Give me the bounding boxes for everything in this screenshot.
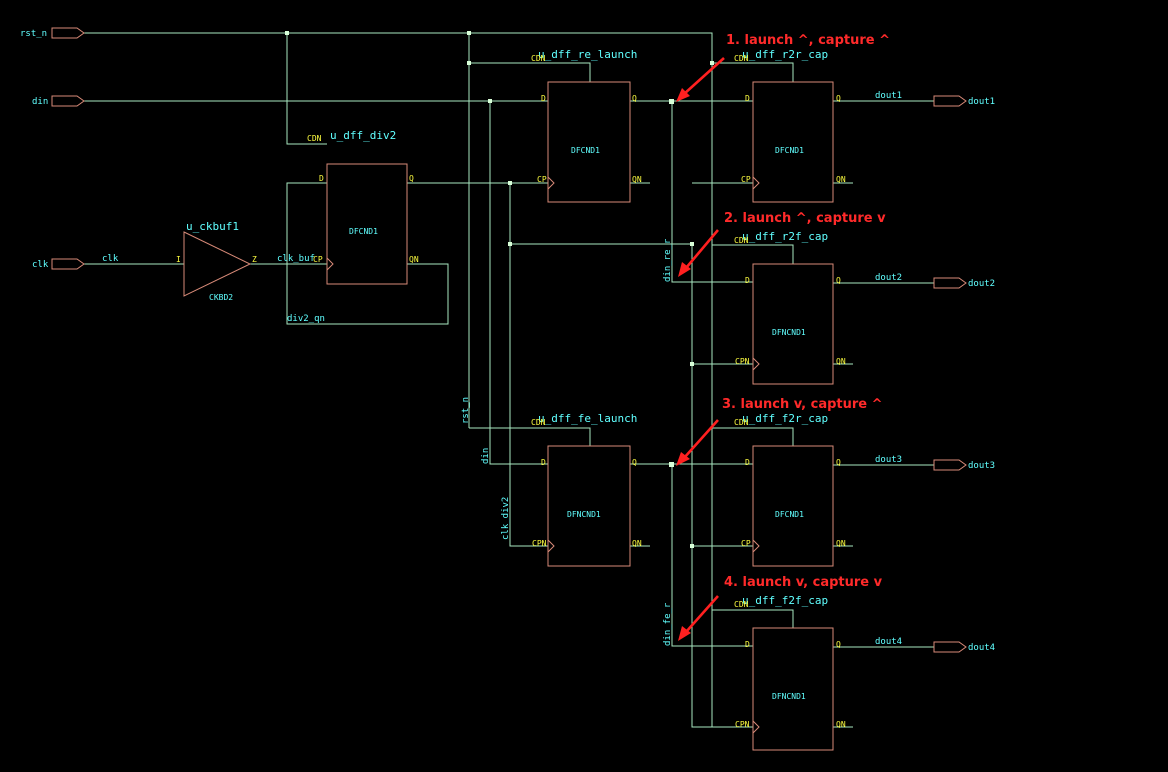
svg-text:u_dff_div2: u_dff_div2 <box>330 129 396 142</box>
svg-text:Q: Q <box>836 458 841 467</box>
svg-text:1. launch ^, capture ^: 1. launch ^, capture ^ <box>726 33 890 48</box>
net-label-dout1: dout1 <box>875 91 902 101</box>
svg-text:CDN: CDN <box>734 418 749 427</box>
net-label-clk_buf: clk_buf <box>277 254 315 264</box>
net-label-clk_div2: clk_div2 <box>501 497 511 540</box>
cell-u_dff_f2f_cap[interactable]: u_dff_f2f_cap CDN D CPN Q QN DFNCND1 <box>734 594 846 751</box>
svg-text:D: D <box>541 94 546 103</box>
net-label-din_re_r: din_re_r <box>663 238 673 282</box>
svg-text:clk: clk <box>32 260 49 270</box>
input-port-rst_n[interactable]: rst_n <box>20 27 85 39</box>
input-port-clk[interactable]: clk <box>32 258 85 270</box>
svg-text:DFCND1: DFCND1 <box>349 227 378 236</box>
svg-text:D: D <box>541 458 546 467</box>
net-label-din: din <box>481 448 491 464</box>
svg-text:DFCND1: DFCND1 <box>571 146 600 155</box>
svg-text:QN: QN <box>836 539 846 548</box>
svg-text:DFNCND1: DFNCND1 <box>567 510 601 519</box>
svg-text:D: D <box>319 174 324 183</box>
svg-text:dout3: dout3 <box>968 461 995 471</box>
cell-u_dff_f2r_cap[interactable]: u_dff_f2r_cap CDN D CP Q QN DFCND1 <box>734 412 846 567</box>
net-label-dout4: dout4 <box>875 637 902 647</box>
annotation-3: 3. launch v, capture ^ <box>676 397 883 466</box>
svg-text:DFNCND1: DFNCND1 <box>772 328 806 337</box>
svg-text:DFNCND1: DFNCND1 <box>772 692 806 701</box>
svg-text:QN: QN <box>409 255 419 264</box>
svg-text:I: I <box>176 255 181 264</box>
svg-text:DFCND1: DFCND1 <box>775 510 804 519</box>
svg-text:QN: QN <box>632 539 642 548</box>
net-label-dout2: dout2 <box>875 273 902 283</box>
svg-text:D: D <box>745 640 750 649</box>
svg-text:4. launch v, capture v: 4. launch v, capture v <box>724 575 883 590</box>
net-label-din_fe_r: din_fe_r <box>663 602 673 646</box>
svg-text:dout4: dout4 <box>968 643 995 653</box>
svg-text:QN: QN <box>836 720 846 729</box>
svg-text:u_dff_f2f_cap: u_dff_f2f_cap <box>742 594 828 607</box>
svg-text:rst_n: rst_n <box>20 29 47 39</box>
cell-u_dff_fe_launch[interactable]: u_dff_fe_launch CDN D CPN Q QN DFNCND1 <box>531 412 642 567</box>
svg-text:2. launch ^, capture v: 2. launch ^, capture v <box>724 211 886 226</box>
cell-u_dff_r2f_cap[interactable]: u_dff_r2f_cap CDN D CPN Q QN DFNCND1 <box>734 230 846 385</box>
input-port-din[interactable]: din <box>32 95 85 107</box>
net-label-rst_n: rst_n <box>461 397 471 424</box>
svg-text:QN: QN <box>632 175 642 184</box>
cell-u_dff_re_launch[interactable]: u_dff_re_launch CDN D CP Q QN DFCND1 <box>531 48 642 203</box>
svg-text:u_dff_f2r_cap: u_dff_f2r_cap <box>742 412 828 425</box>
annotation-4: 4. launch v, capture v <box>678 575 883 641</box>
svg-text:Q: Q <box>409 174 414 183</box>
net-label-clk: clk <box>102 254 119 264</box>
svg-text:CPN: CPN <box>735 720 750 729</box>
svg-text:CDN: CDN <box>734 54 749 63</box>
svg-text:u_dff_fe_launch: u_dff_fe_launch <box>538 412 637 425</box>
svg-text:CDN: CDN <box>734 236 749 245</box>
output-port-dout3[interactable]: dout3 <box>933 459 995 471</box>
net-label-dout3: dout3 <box>875 455 902 465</box>
svg-text:3. launch v, capture ^: 3. launch v, capture ^ <box>722 397 883 412</box>
svg-text:D: D <box>745 458 750 467</box>
wires <box>84 32 934 728</box>
svg-text:u_dff_r2r_cap: u_dff_r2r_cap <box>742 48 828 61</box>
svg-text:CDN: CDN <box>531 54 546 63</box>
annotation-2: 2. launch ^, capture v <box>678 211 886 277</box>
svg-text:CKBD2: CKBD2 <box>209 293 233 302</box>
svg-text:u_ckbuf1: u_ckbuf1 <box>186 220 239 233</box>
svg-text:Z: Z <box>252 255 257 264</box>
junction-dots <box>285 31 714 548</box>
net-labels: clk clk_buf div2_qn rst_n din clk_div2 d… <box>102 91 902 647</box>
output-port-dout1[interactable]: dout1 <box>933 95 995 107</box>
svg-text:Q: Q <box>836 640 841 649</box>
svg-text:Q: Q <box>836 276 841 285</box>
svg-text:CP: CP <box>313 255 323 264</box>
svg-text:CDN: CDN <box>531 418 546 427</box>
svg-text:DFCND1: DFCND1 <box>775 146 804 155</box>
svg-text:CPN: CPN <box>532 539 547 548</box>
svg-text:CDN: CDN <box>307 134 322 143</box>
svg-text:CP: CP <box>741 539 751 548</box>
net-label-div2_qn: div2_qn <box>287 314 325 324</box>
svg-text:dout2: dout2 <box>968 279 995 289</box>
svg-text:CDN: CDN <box>734 600 749 609</box>
svg-text:dout1: dout1 <box>968 97 995 107</box>
output-port-dout4[interactable]: dout4 <box>933 641 995 653</box>
cell-u_dff_r2r_cap[interactable]: u_dff_r2r_cap CDN D CP Q QN DFCND1 <box>734 48 846 203</box>
svg-text:Q: Q <box>632 458 637 467</box>
svg-text:QN: QN <box>836 175 846 184</box>
svg-text:u_dff_r2f_cap: u_dff_r2f_cap <box>742 230 828 243</box>
svg-text:D: D <box>745 94 750 103</box>
svg-text:CPN: CPN <box>735 357 750 366</box>
svg-text:din: din <box>32 97 48 107</box>
cell-u_dff_div2[interactable]: u_dff_div2 CDN D CP Q QN DFCND1 <box>307 129 419 285</box>
annotation-1: 1. launch ^, capture ^ <box>676 33 890 102</box>
svg-text:D: D <box>745 276 750 285</box>
cell-u_ckbuf1[interactable]: u_ckbuf1 I Z CKBD2 <box>176 220 257 302</box>
svg-text:Q: Q <box>836 94 841 103</box>
output-port-dout2[interactable]: dout2 <box>933 277 995 289</box>
svg-text:u_dff_re_launch: u_dff_re_launch <box>538 48 637 61</box>
svg-text:QN: QN <box>836 357 846 366</box>
svg-text:CP: CP <box>741 175 751 184</box>
svg-text:CP: CP <box>537 175 547 184</box>
svg-text:Q: Q <box>632 94 637 103</box>
